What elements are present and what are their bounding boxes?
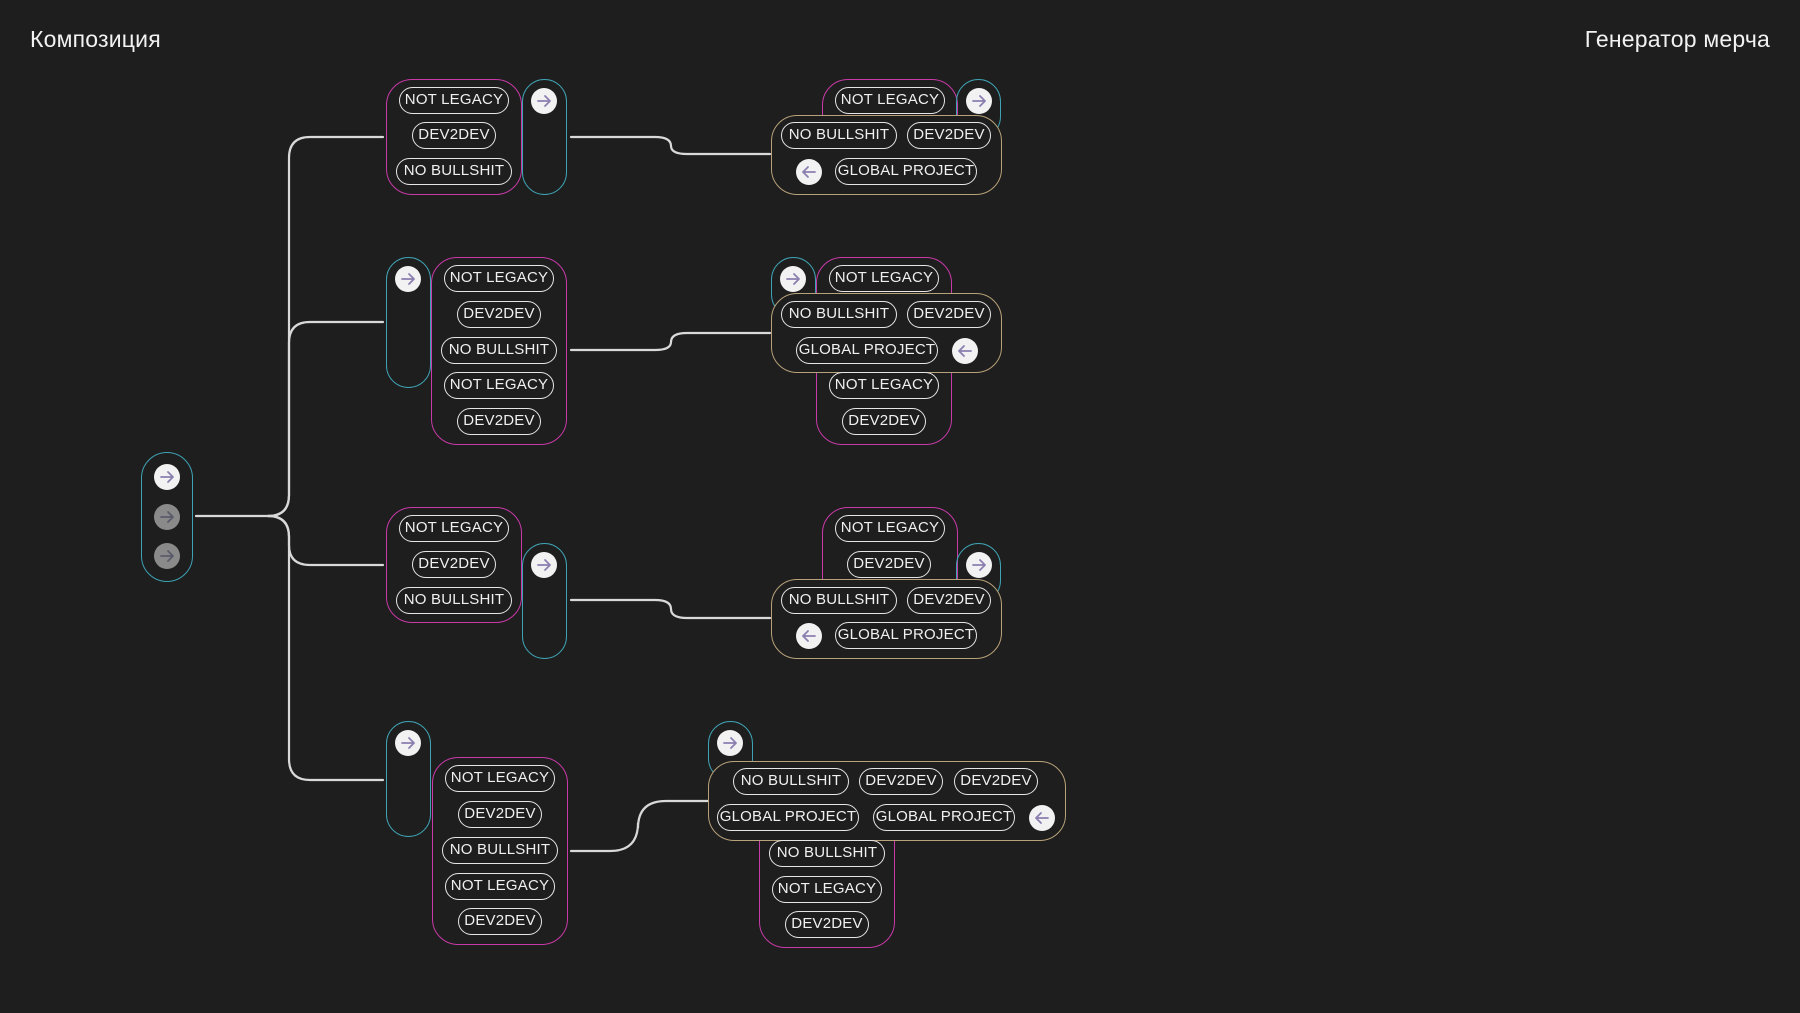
arrow-slot-row2-left [386, 257, 431, 388]
source-arrow-stack [141, 452, 193, 582]
tag-dev2dev[interactable]: DEV2DEV [847, 551, 931, 578]
arrow-left-icon[interactable] [796, 623, 822, 649]
arrow-right-icon[interactable] [780, 266, 806, 292]
tag-not-legacy[interactable]: NOT LEGACY [444, 372, 554, 399]
arrow-left-icon[interactable] [1029, 805, 1055, 831]
connector-row-2 [569, 331, 772, 352]
tag-dev2dev[interactable]: DEV2DEV [412, 551, 496, 578]
arrow-right-icon[interactable] [966, 88, 992, 114]
tag-no-bullshit[interactable]: NO BULLSHIT [733, 768, 849, 795]
tag-not-legacy[interactable]: NOT LEGACY [445, 765, 555, 792]
tag-no-bullshit[interactable]: NO BULLSHIT [781, 587, 897, 614]
tag-no-bullshit[interactable]: NO BULLSHIT [781, 301, 897, 328]
tag-not-legacy[interactable]: NOT LEGACY [835, 87, 945, 114]
arrow-left-icon[interactable] [796, 159, 822, 185]
arrow-right-icon[interactable] [395, 730, 421, 756]
connector-row-1 [569, 135, 772, 156]
tag-no-bullshit[interactable]: NO BULLSHIT [441, 337, 557, 364]
tag-dev2dev[interactable]: DEV2DEV [907, 122, 991, 149]
tag-not-legacy[interactable]: NOT LEGACY [399, 515, 509, 542]
connector-row-4 [569, 799, 710, 853]
tag-no-bullshit[interactable]: NO BULLSHIT [442, 837, 558, 864]
tag-global-project[interactable]: GLOBAL PROJECT [717, 804, 859, 831]
tag-dev2dev[interactable]: DEV2DEV [842, 408, 926, 435]
arrow-right-icon[interactable] [966, 552, 992, 578]
tag-dev2dev[interactable]: DEV2DEV [458, 908, 542, 935]
page-title: Композиция [30, 26, 161, 52]
arrow-right-icon[interactable] [154, 464, 180, 490]
tag-no-bullshit[interactable]: NO BULLSHIT [396, 158, 512, 185]
connector-branch-4 [266, 514, 385, 782]
tag-no-bullshit[interactable]: NO BULLSHIT [396, 587, 512, 614]
arrow-right-icon[interactable] [154, 504, 180, 530]
tag-dev2dev[interactable]: DEV2DEV [458, 801, 542, 828]
tag-no-bullshit[interactable]: NO BULLSHIT [781, 122, 897, 149]
tag-not-legacy[interactable]: NOT LEGACY [399, 87, 509, 114]
arrow-right-icon[interactable] [717, 730, 743, 756]
tag-dev2dev[interactable]: DEV2DEV [859, 768, 943, 795]
arrow-slot-row1-left [522, 79, 567, 195]
tag-not-legacy[interactable]: NOT LEGACY [829, 372, 939, 399]
tag-global-project[interactable]: GLOBAL PROJECT [796, 337, 938, 364]
arrow-right-icon[interactable] [531, 552, 557, 578]
arrow-slot-row4-left [386, 721, 431, 837]
tag-group-row3-left [386, 507, 522, 623]
tag-dev2dev[interactable]: DEV2DEV [457, 301, 541, 328]
tag-global-project[interactable]: GLOBAL PROJECT [835, 158, 977, 185]
tag-not-legacy[interactable]: NOT LEGACY [772, 876, 882, 903]
connector-row-3 [569, 598, 772, 620]
tag-not-legacy[interactable]: NOT LEGACY [445, 873, 555, 900]
arrow-slot-row3-left [522, 543, 567, 659]
tag-group-row2-left [431, 257, 567, 445]
tag-group-row4-left [432, 757, 568, 945]
tag-dev2dev[interactable]: DEV2DEV [954, 768, 1038, 795]
tag-dev2dev[interactable]: DEV2DEV [457, 408, 541, 435]
tag-dev2dev[interactable]: DEV2DEV [412, 122, 496, 149]
generator-title: Генератор мерча [1584, 26, 1770, 52]
tag-global-project[interactable]: GLOBAL PROJECT [835, 622, 977, 649]
tag-no-bullshit[interactable]: NO BULLSHIT [769, 840, 885, 867]
arrow-right-icon[interactable] [154, 543, 180, 569]
tag-dev2dev[interactable]: DEV2DEV [785, 911, 869, 938]
tag-global-project[interactable]: GLOBAL PROJECT [873, 804, 1015, 831]
tag-group-row1-left [386, 79, 522, 195]
tag-dev2dev[interactable]: DEV2DEV [907, 587, 991, 614]
tag-not-legacy[interactable]: NOT LEGACY [829, 265, 939, 292]
arrow-right-icon[interactable] [395, 266, 421, 292]
arrow-right-icon[interactable] [531, 88, 557, 114]
tag-not-legacy[interactable]: NOT LEGACY [835, 515, 945, 542]
tag-not-legacy[interactable]: NOT LEGACY [444, 265, 554, 292]
arrow-left-icon[interactable] [952, 338, 978, 364]
tag-dev2dev[interactable]: DEV2DEV [907, 301, 991, 328]
connector-branch-2 [266, 320, 385, 518]
